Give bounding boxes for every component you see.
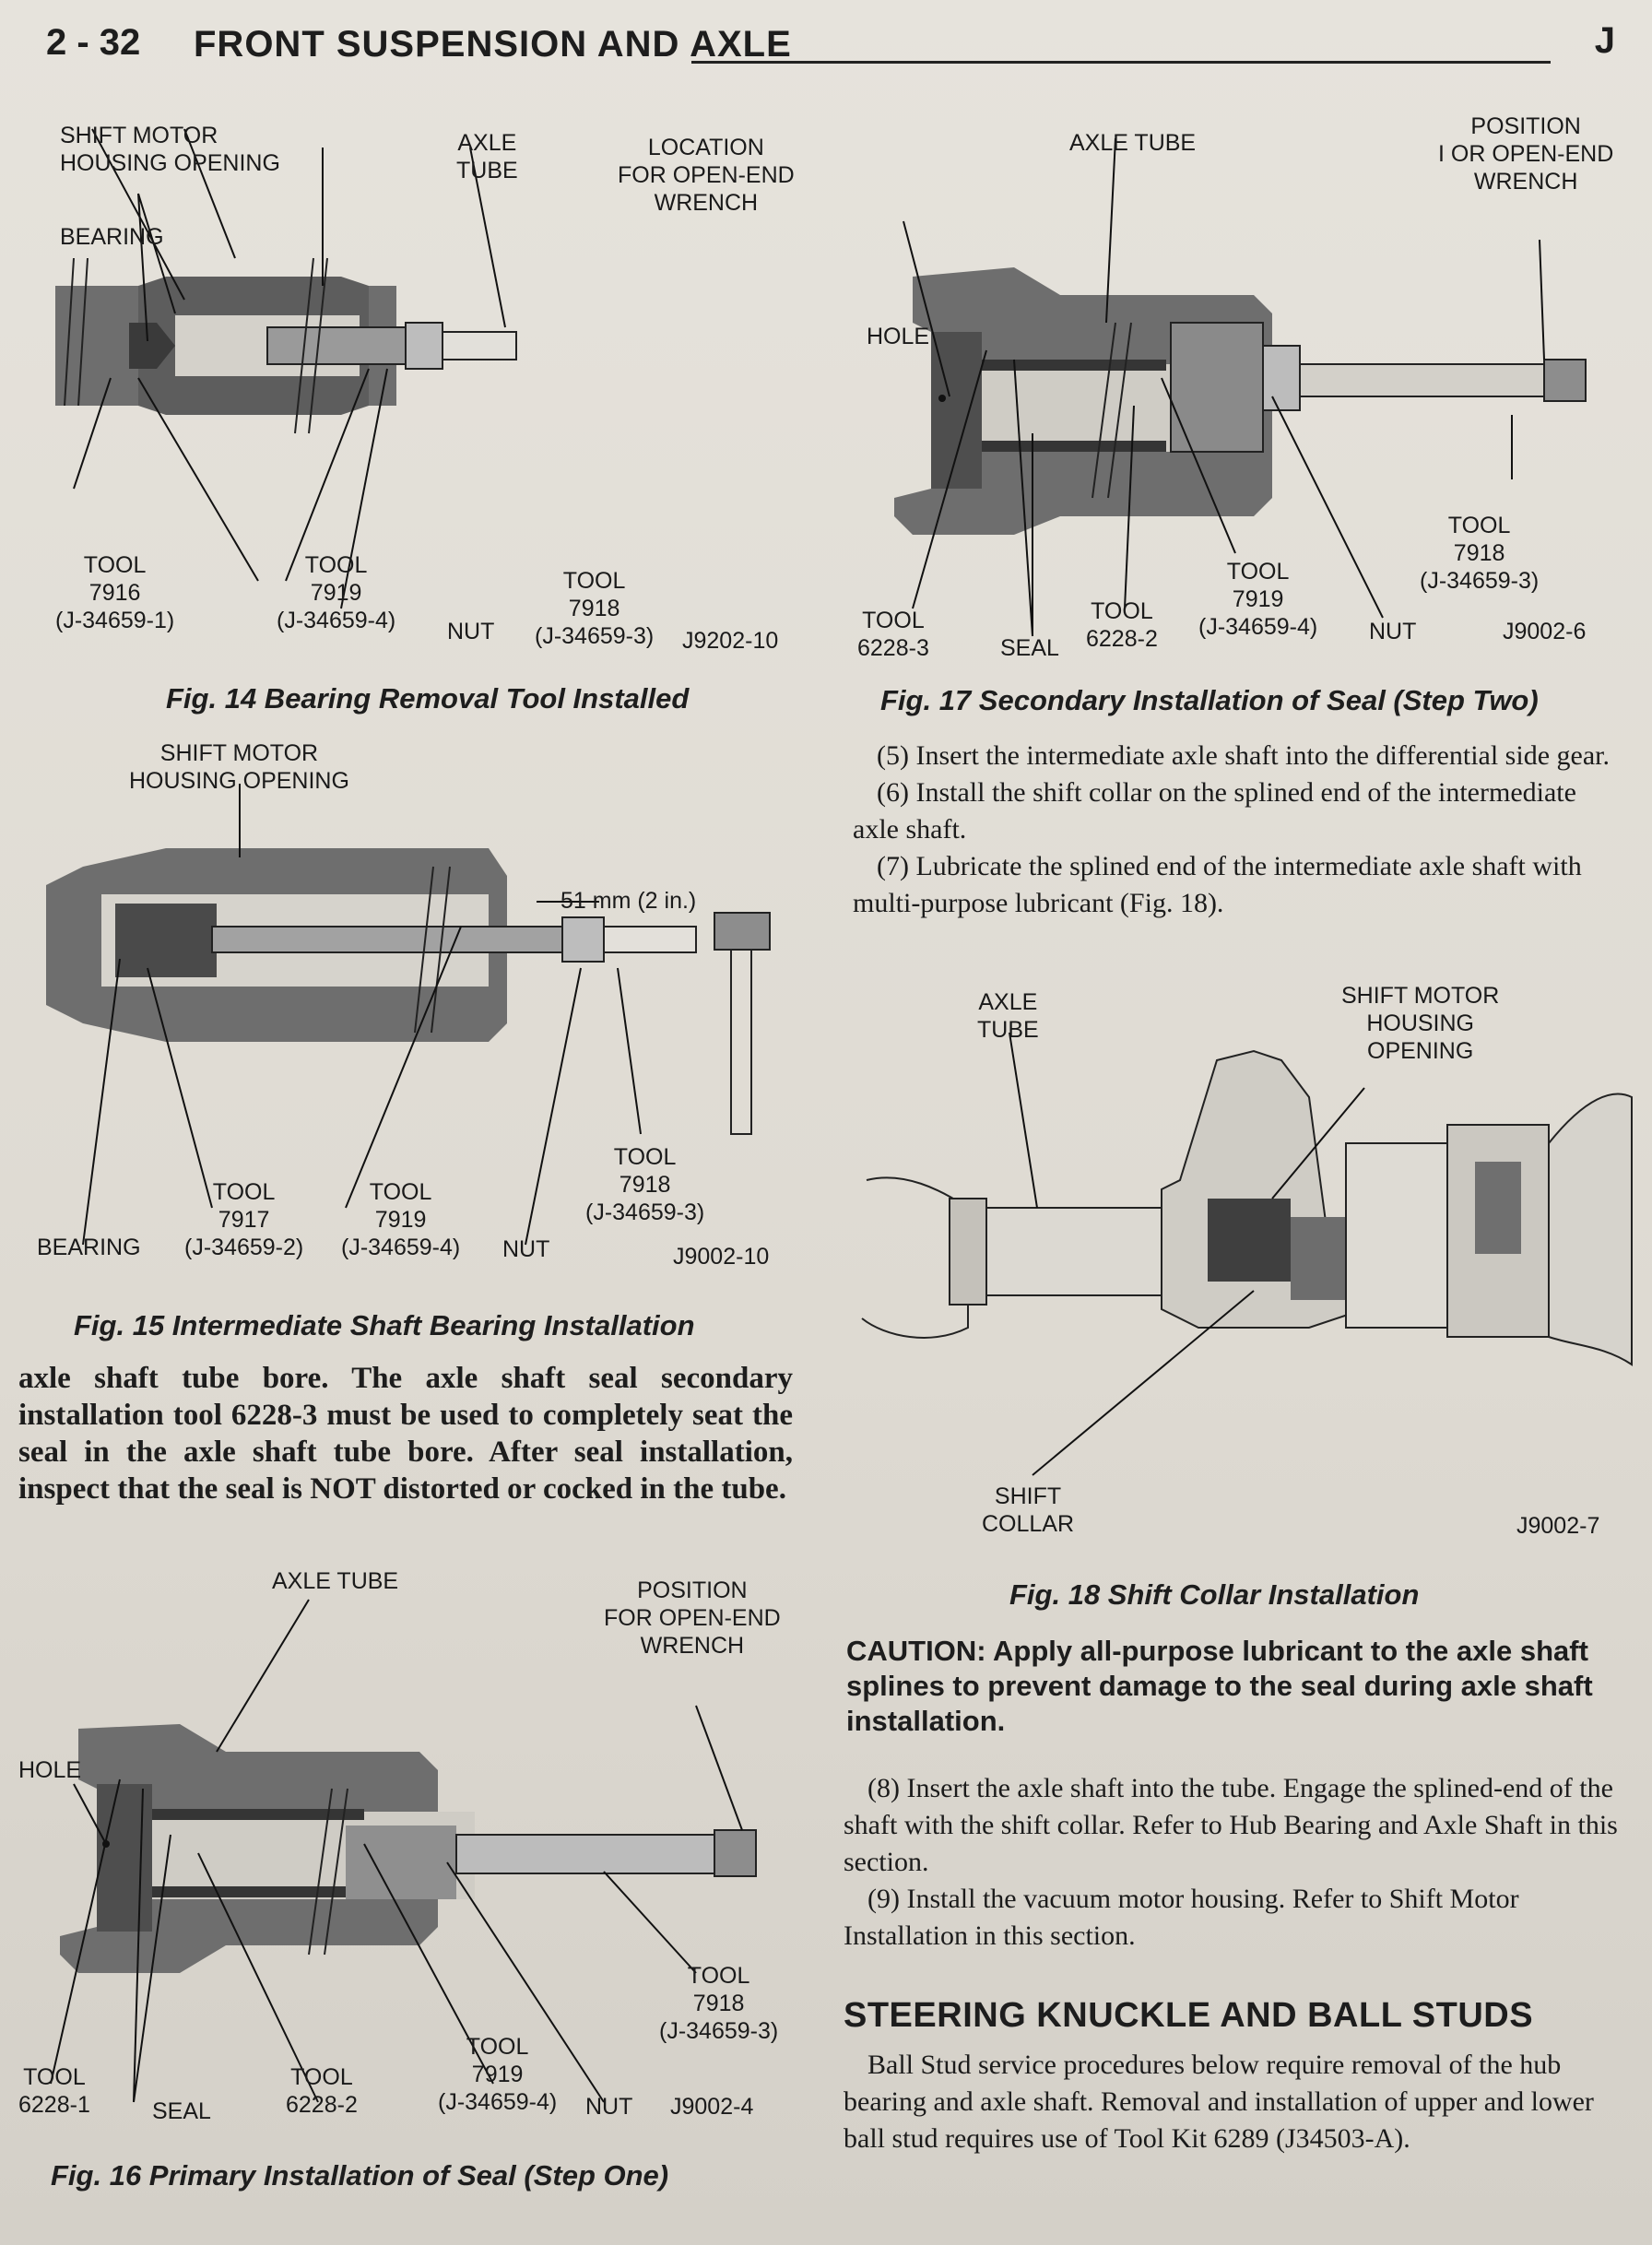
figure-15: SHIFT MOTOR HOUSING OPENING 51 mm (2 in.… [28, 728, 802, 1346]
fig14-label-tool7919: TOOL 7919 (J-34659-4) [277, 552, 396, 633]
caution-note: CAUTION: Apply all-purpose lubricant to … [846, 1635, 1593, 1737]
steps-5-to-7: (5) Insert the intermediate axle shaft i… [853, 738, 1627, 922]
step-6: (6) Install the shift collar on the spli… [853, 777, 1576, 845]
fig17-label-tool7918: TOOL 7918 (J-34659-3) [1420, 513, 1540, 594]
section-paragraph: Ball Stud service procedures below requi… [844, 2050, 1594, 2154]
fig16-caption: Fig. 16 Primary Installation of Seal (St… [51, 2159, 669, 2192]
fig17-label-tool6228-3: TOOL 6228-3 [857, 608, 929, 661]
fig15-label-tool7917: TOOL 7917 (J-34659-2) [184, 1179, 304, 1260]
fig14-label-code: J9202-10 [682, 628, 779, 654]
seal-note-text: axle shaft tube bore. The axle shaft sea… [18, 1362, 793, 1506]
fig18-drawing [861, 1032, 1633, 1476]
fig14-drawing [55, 128, 517, 609]
fig17-label-position: POSITION I OR OPEN-END WRENCH [1438, 113, 1614, 195]
fig17-label-tool6228-2: TOOL 6228-2 [1086, 598, 1158, 652]
fig18-label-shift-collar: SHIFT COLLAR [982, 1483, 1075, 1537]
fig16-label-position: POSITION FOR OPEN-END WRENCH [604, 1577, 781, 1659]
fig17-label-nut: NUT [1369, 619, 1417, 644]
section-text: Ball Stud service procedures below requi… [844, 2047, 1632, 2157]
step-5: (5) Insert the intermediate axle shaft i… [877, 740, 1610, 771]
fig17-label-seal: SEAL [1000, 635, 1059, 661]
fig14-caption: Fig. 14 Bearing Removal Tool Installed [166, 682, 690, 715]
fig16-label-tool6228-2: TOOL 6228-2 [286, 2064, 358, 2118]
fig16-label-axle-tube: AXLE TUBE [272, 1568, 399, 1594]
fig14-label-location: LOCATION FOR OPEN-END WRENCH [618, 135, 795, 216]
fig14-label-nut: NUT [447, 619, 495, 644]
step-7: (7) Lubricate the splined end of the int… [853, 851, 1582, 918]
fig14-label-bearing: BEARING [60, 224, 164, 250]
fig17-caption: Fig. 17 Secondary Installation of Seal (… [880, 684, 1539, 716]
fig18-label-code: J9002-7 [1516, 1513, 1600, 1539]
fig16-label-nut: NUT [585, 2094, 633, 2120]
fig14-label-axle-tube: AXLE TUBE [456, 130, 518, 183]
fig15-label-tool7918: TOOL 7918 (J-34659-3) [585, 1144, 705, 1225]
steps-8-to-9: (8) Insert the axle shaft into the tube.… [844, 1770, 1632, 1955]
fig16-label-code: J9002-4 [670, 2094, 754, 2120]
figure-18: AXLE TUBE SHIFT MOTOR HOUSING OPENING SH… [848, 977, 1641, 1623]
figure-17: AXLE TUBE POSITION I OR OPEN-END WRENCH … [848, 101, 1632, 738]
figure-16: AXLE TUBE POSITION FOR OPEN-END WRENCH H… [14, 1567, 807, 2213]
fig15-label-nut: NUT [502, 1236, 550, 1262]
fig15-caption: Fig. 15 Intermediate Shaft Bearing Insta… [74, 1309, 695, 1341]
fig14-label-tool7916: TOOL 7916 (J-34659-1) [55, 552, 175, 633]
fig15-drawing [46, 784, 771, 1246]
fig15-label-code: J9002-10 [673, 1244, 770, 1270]
fig16-label-hole: HOLE [18, 1757, 82, 1783]
fig16-label-seal: SEAL [152, 2098, 211, 2124]
fig17-label-axle-tube: AXLE TUBE [1069, 130, 1197, 156]
fig15-label-bearing: BEARING [37, 1235, 141, 1260]
fig17-drawing [894, 137, 1587, 637]
section-letter: J [1594, 20, 1615, 61]
step-8: (8) Insert the axle shaft into the tube.… [844, 1773, 1618, 1877]
fig15-label-tool7919: TOOL 7919 (J-34659-4) [341, 1179, 461, 1260]
fig15-label-dimension: 51 mm (2 in.) [560, 888, 697, 914]
figure-14: SHIFT MOTOR HOUSING OPENING BEARING AXLE… [37, 101, 802, 728]
page-number: 2 - 32 [46, 22, 141, 63]
fig16-label-tool7919: TOOL 7919 (J-34659-4) [438, 2034, 558, 2115]
header-rule [691, 61, 1551, 64]
fig14-label-tool7918: TOOL 7918 (J-34659-3) [535, 568, 655, 649]
fig18-label-shift-motor: SHIFT MOTOR HOUSING OPENING [1341, 983, 1500, 1064]
page-header: 2 - 32 FRONT SUSPENSION AND AXLE J [46, 17, 1615, 72]
fig17-label-tool7919: TOOL 7919 (J-34659-4) [1198, 559, 1318, 640]
fig15-label-shift-motor: SHIFT MOTOR HOUSING OPENING [129, 740, 349, 794]
fig16-label-tool6228-1: TOOL 6228-1 [18, 2064, 90, 2118]
fig16-label-tool7918: TOOL 7918 (J-34659-3) [659, 1963, 779, 2044]
fig17-label-hole: HOLE [867, 324, 930, 349]
fig16-drawing [50, 1599, 757, 2103]
fig17-label-code: J9002-6 [1503, 619, 1587, 644]
section-heading: STEERING KNUCKLE AND BALL STUDS [844, 1996, 1534, 2035]
chapter-title: FRONT SUSPENSION AND AXLE [194, 24, 792, 65]
fig18-caption: Fig. 18 Shift Collar Installation [1009, 1578, 1420, 1611]
fig14-label-shift-motor: SHIFT MOTOR HOUSING OPENING [60, 123, 280, 176]
fig18-label-axle-tube: AXLE TUBE [977, 989, 1039, 1043]
step-9: (9) Install the vacuum motor housing. Re… [844, 1884, 1519, 1951]
